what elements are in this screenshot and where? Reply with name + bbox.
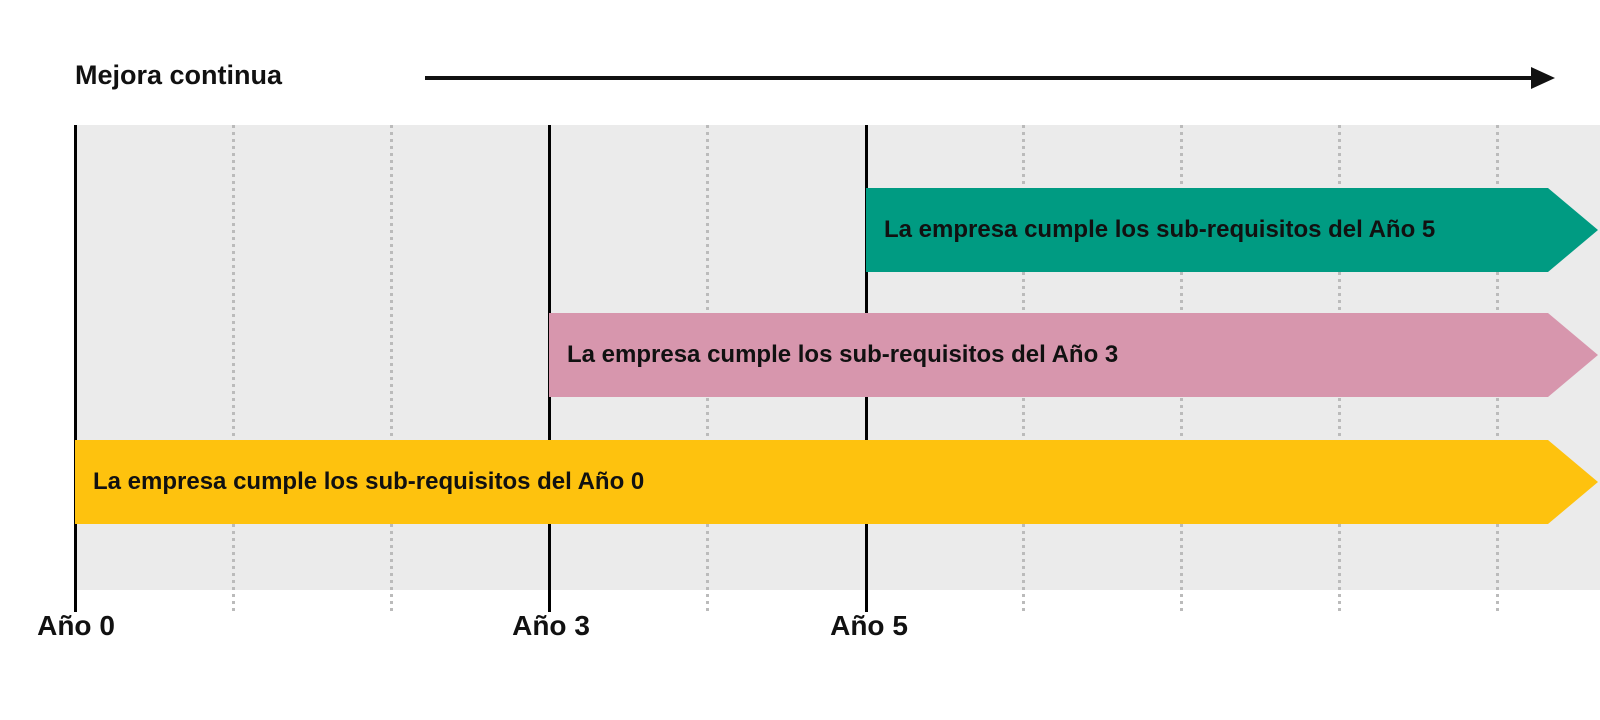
- timeline-bar-year-5: La empresa cumple los sub-requisitos del…: [866, 188, 1598, 272]
- timeline-bar-year-3: La empresa cumple los sub-requisitos del…: [549, 313, 1598, 397]
- year-gridline-1: [232, 125, 235, 612]
- timeline-bar-year-3-label: La empresa cumple los sub-requisitos del…: [567, 341, 1119, 368]
- milestone-line-year-0: [74, 125, 77, 612]
- timeline-bar-year-0: La empresa cumple los sub-requisitos del…: [75, 440, 1598, 524]
- year-gridline-2: [390, 125, 393, 612]
- axis-label-year-0: Año 0: [37, 610, 115, 641]
- axis-label-year-5: Año 5: [830, 610, 908, 641]
- continuous-improvement-arrow-line: [425, 76, 1533, 80]
- timeline-bar-year-0-label: La empresa cumple los sub-requisitos del…: [93, 468, 645, 495]
- axis-label-year-3: Año 3: [512, 610, 590, 641]
- arrow-right-icon: [1531, 67, 1555, 89]
- timeline-bar-year-5-label: La empresa cumple los sub-requisitos del…: [884, 216, 1436, 243]
- page-title: Mejora continua: [75, 60, 283, 90]
